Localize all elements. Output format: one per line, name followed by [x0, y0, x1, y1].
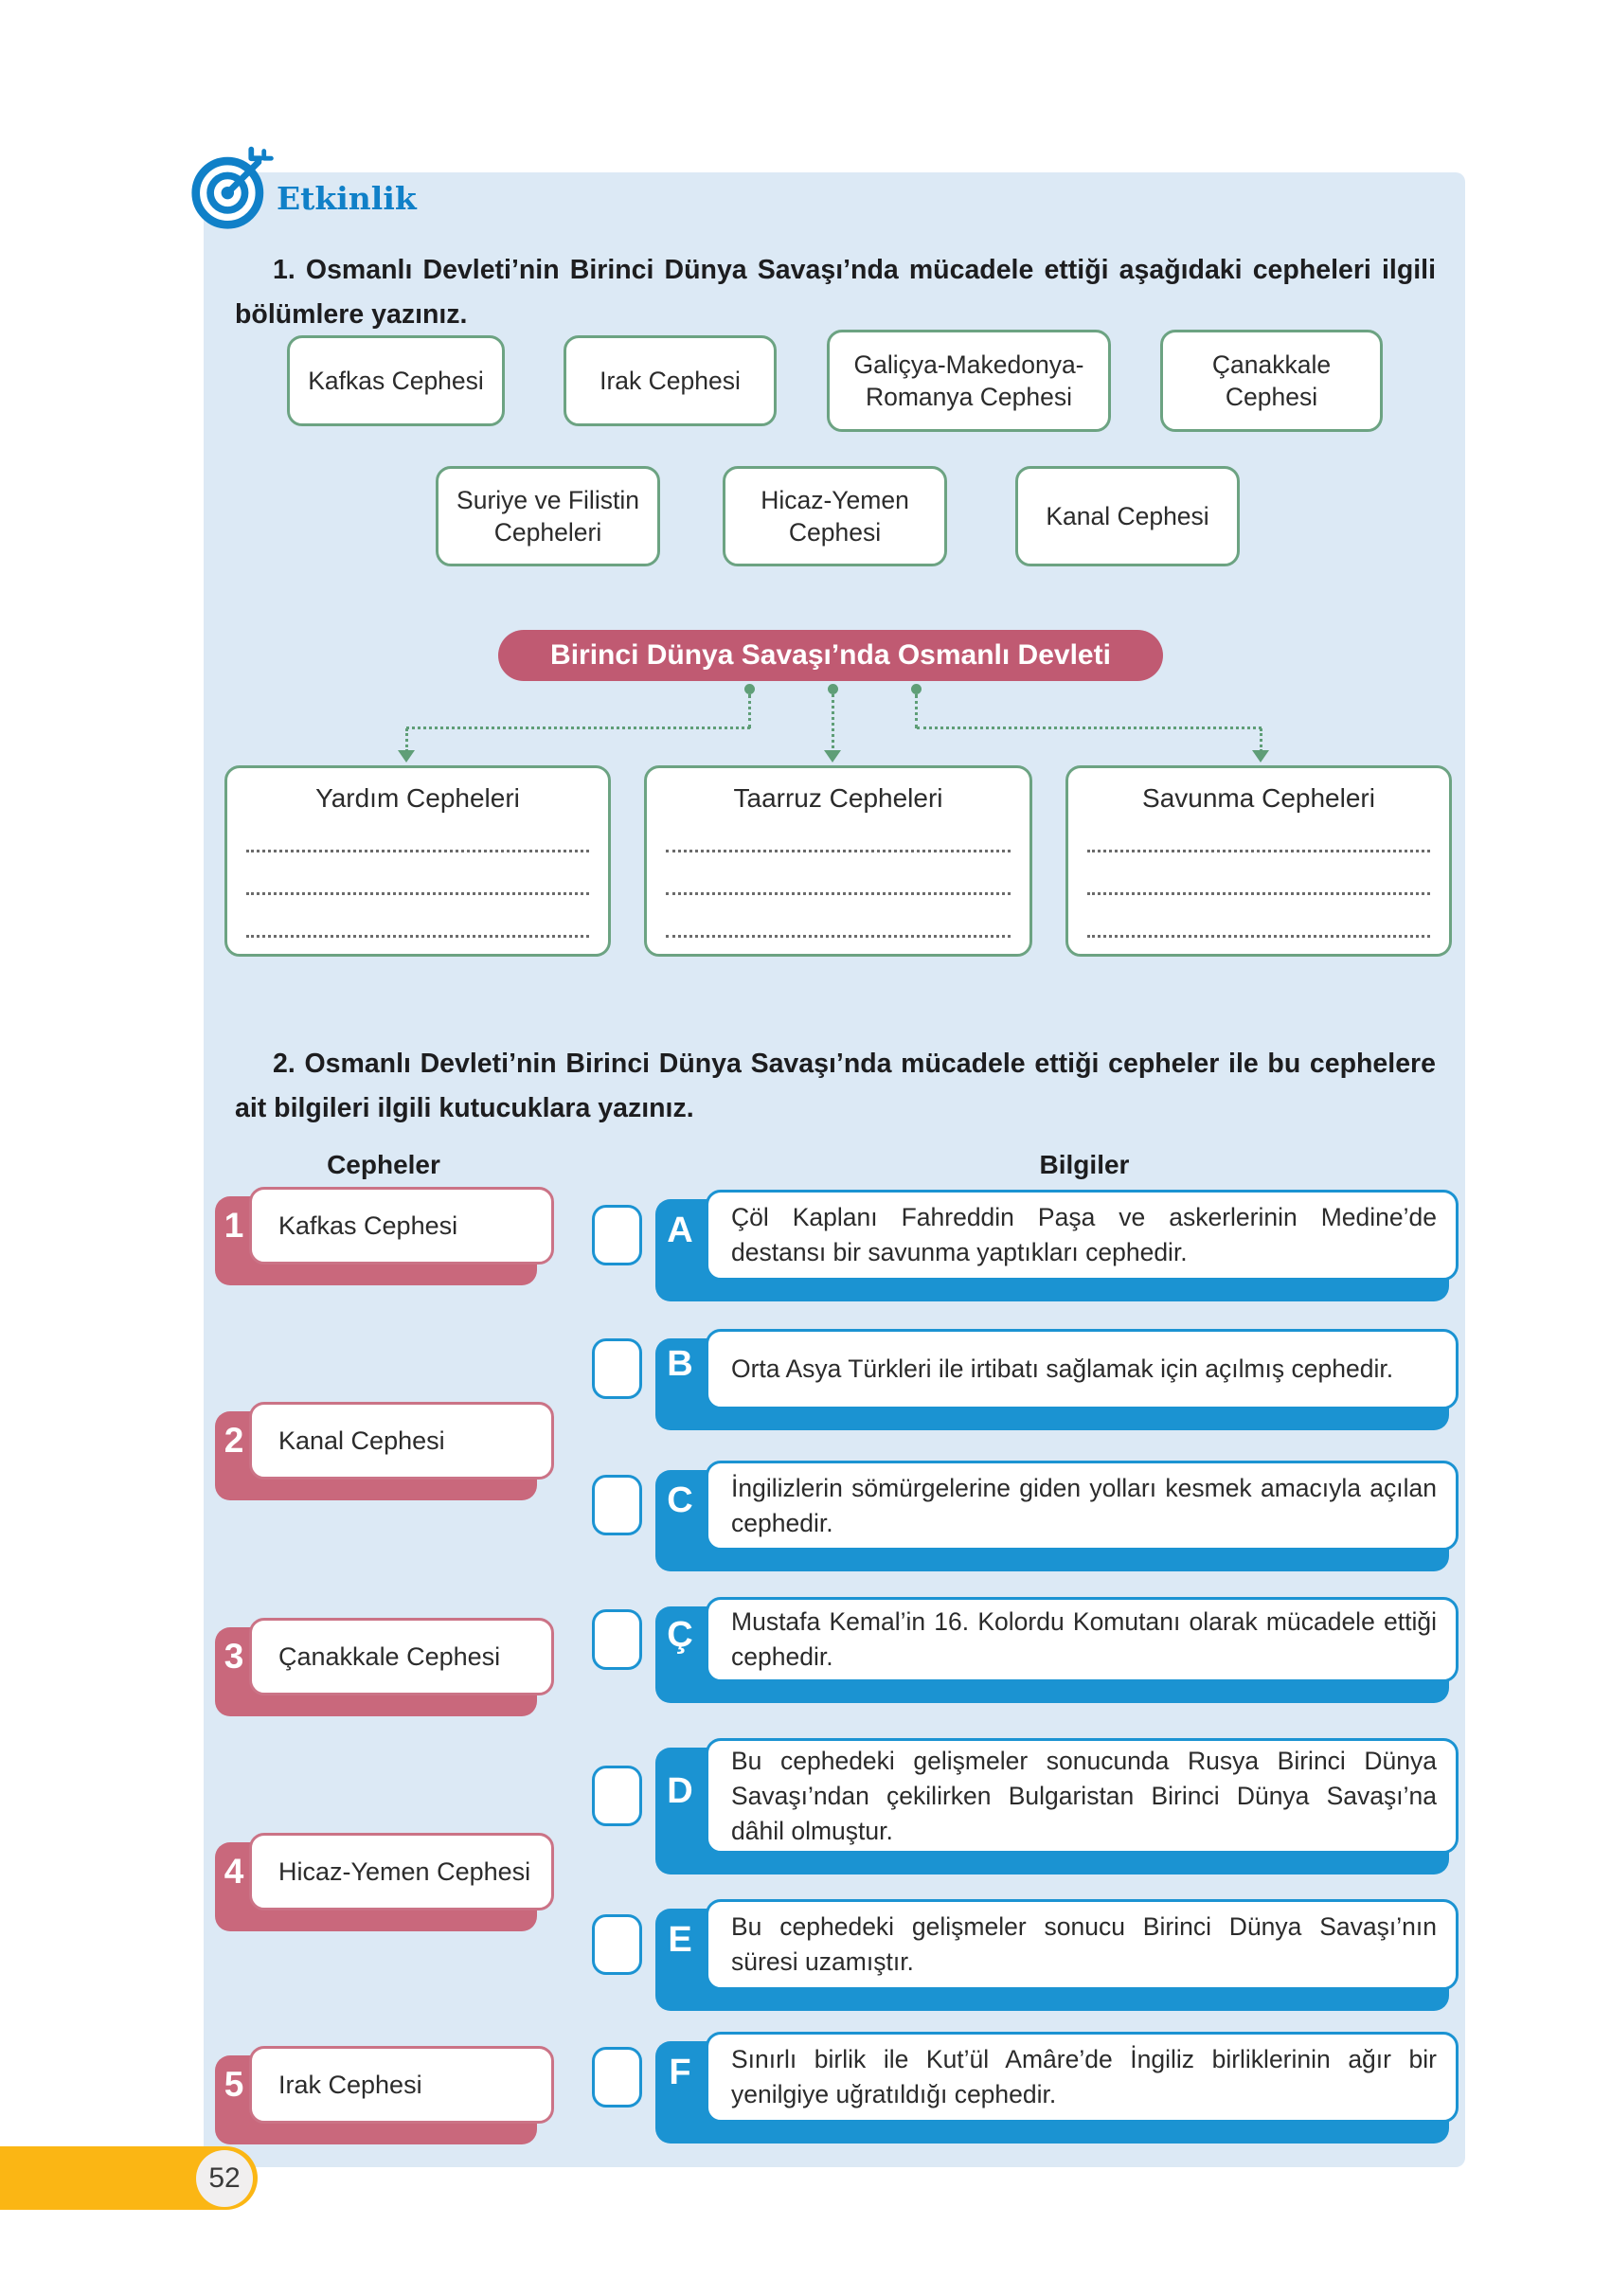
- info-item-letter: B: [667, 1344, 693, 1384]
- activity-label: Etkinlik: [277, 180, 417, 217]
- front-card-galicya: Galiçya-Makedonya-Romanya Cephesi: [821, 330, 1111, 439]
- front-card-suriye-filistin: Suriye ve Filistin Cepheleri: [430, 466, 660, 574]
- front-card-kafkas: Kafkas Cephesi: [281, 335, 505, 434]
- write-line[interactable]: [666, 850, 1011, 852]
- category-title: Savunma Cepheleri: [1142, 783, 1375, 813]
- category-box-taarruz: Taarruz Cepheleri: [636, 765, 1032, 966]
- front-card-hicaz-yemen: Hicaz-Yemen Cephesi: [717, 466, 947, 574]
- front-item-number: 1: [224, 1206, 244, 1245]
- info-item-letter: A: [667, 1211, 693, 1250]
- target-dart-icon: [191, 146, 274, 229]
- answer-checkbox-cc[interactable]: [592, 1609, 642, 1670]
- arrow-down-icon: [824, 750, 841, 762]
- question-1-text: 1. Osmanlı Devleti’nin Birinci Dünya Sav…: [235, 255, 1436, 330]
- write-line[interactable]: [1087, 850, 1430, 852]
- category-box-yardim: Yardım Cepheleri: [217, 765, 611, 966]
- category-box-savunma: Savunma Cepheleri: [1058, 765, 1452, 966]
- info-item-a: Çöl Kaplanı Fahreddin Paşa ve askerlerin…: [706, 1190, 1459, 1281]
- info-item-b: Orta Asya Türkleri ile irtibatı sağlamak…: [706, 1329, 1459, 1409]
- write-line[interactable]: [1087, 892, 1430, 895]
- connector-line: [748, 694, 751, 728]
- front-item-kanal: Kanal Cephesi: [249, 1402, 554, 1480]
- question-2-text: 2. Osmanlı Devleti’nin Birinci Dünya Sav…: [235, 1049, 1436, 1123]
- connector-line: [832, 694, 834, 754]
- answer-checkbox-f[interactable]: [592, 2047, 642, 2108]
- front-item-number: 3: [224, 1637, 244, 1676]
- front-item-number: 4: [224, 1852, 244, 1891]
- write-line[interactable]: [1087, 935, 1430, 938]
- info-item-letter: Ç: [667, 1615, 693, 1655]
- connector-line: [917, 726, 1262, 729]
- answer-checkbox-b[interactable]: [592, 1338, 642, 1399]
- write-line[interactable]: [246, 850, 589, 852]
- front-item-canakkale: Çanakkale Cephesi: [249, 1618, 554, 1695]
- info-item-letter: C: [667, 1480, 693, 1520]
- page-number: 52: [196, 2150, 253, 2207]
- connector-line: [1260, 728, 1262, 752]
- connector-line: [405, 728, 408, 752]
- front-item-irak: Irak Cephesi: [249, 2046, 554, 2124]
- info-item-letter: F: [669, 2053, 691, 2092]
- info-item-c: İngilizlerin sömürgelerine giden yolları…: [706, 1461, 1459, 1551]
- write-line[interactable]: [666, 935, 1011, 938]
- connector-dot: [744, 684, 755, 694]
- write-line[interactable]: [246, 892, 589, 895]
- write-line[interactable]: [246, 935, 589, 938]
- connector-dot: [911, 684, 922, 694]
- answer-checkbox-e[interactable]: [592, 1914, 642, 1975]
- activity-panel: 1. Osmanlı Devleti’nin Birinci Dünya Sav…: [204, 172, 1465, 2167]
- front-item-kafkas: Kafkas Cephesi: [249, 1187, 554, 1265]
- info-item-f: Sınırlı birlik ile Kut’ül Amâre’de İngil…: [706, 2032, 1459, 2123]
- answer-checkbox-d[interactable]: [592, 1766, 642, 1826]
- diagram-banner: Birinci Dünya Savaşı’nda Osmanlı Devleti: [498, 630, 1163, 681]
- connector-line: [406, 726, 750, 729]
- column-header-info: Bilgiler: [1039, 1150, 1130, 1179]
- info-item-d: Bu cephedeki gelişmeler sonucunda Rusya …: [706, 1738, 1459, 1854]
- info-item-e: Bu cephedeki gelişmeler sonucu Birinci D…: [706, 1899, 1459, 1990]
- write-line[interactable]: [666, 892, 1011, 895]
- answer-checkbox-a[interactable]: [592, 1205, 642, 1265]
- connector-line: [915, 694, 918, 728]
- info-item-letter: E: [668, 1920, 692, 1960]
- front-item-hicaz-yemen: Hicaz-Yemen Cephesi: [249, 1833, 554, 1910]
- front-card-canakkale: Çanakkale Cephesi: [1155, 330, 1383, 439]
- answer-checkbox-c[interactable]: [592, 1475, 642, 1535]
- category-title: Taarruz Cepheleri: [733, 783, 943, 813]
- info-item-letter: D: [667, 1771, 693, 1811]
- connector-dot: [828, 684, 838, 694]
- front-card-kanal: Kanal Cephesi: [1010, 466, 1240, 574]
- front-item-number: 5: [224, 2065, 244, 2104]
- category-title: Yardım Cepheleri: [315, 783, 520, 813]
- arrow-down-icon: [398, 750, 415, 762]
- arrow-down-icon: [1252, 750, 1269, 762]
- front-item-number: 2: [224, 1421, 244, 1460]
- column-header-fronts: Cepheler: [327, 1150, 440, 1179]
- info-item-cc: Mustafa Kemal’in 16. Kolordu Komutanı ol…: [706, 1597, 1459, 1682]
- front-card-irak: Irak Cephesi: [558, 335, 777, 434]
